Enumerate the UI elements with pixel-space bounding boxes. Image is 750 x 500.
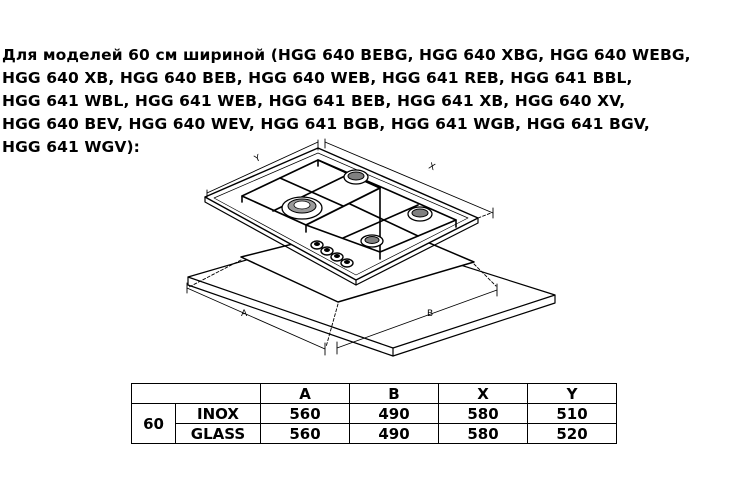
table-header-row: A B X Y: [131, 383, 617, 404]
value-b: 490: [349, 423, 439, 444]
dimension-x: [324, 138, 494, 219]
dimension-y: [206, 139, 319, 198]
table-row: GLASS 560 490 580 520: [132, 423, 617, 444]
size-cell: 60: [131, 403, 176, 444]
dimension-b-label: B: [427, 309, 433, 319]
value-x: 580: [438, 423, 528, 444]
value-x: 580: [438, 403, 528, 424]
value-a: 560: [260, 423, 350, 444]
heading-line: HGG 641 WBL, HGG 641 WEB, HGG 641 BEB, H…: [2, 92, 626, 110]
control-knobs: [310, 240, 354, 268]
models-heading: Для моделей 60 см шириной (HGG 640 BEBG,…: [2, 44, 748, 159]
pan-supports: [241, 159, 457, 260]
dimension-x-label: X: [427, 162, 436, 174]
dimension-b: [336, 263, 498, 355]
burner-large: [281, 196, 323, 220]
dimensions-table: A B X Y 60 INOX 560 490 580 510 GLASS 56…: [131, 383, 617, 444]
burner-right: [407, 206, 433, 222]
value-b: 490: [349, 403, 439, 424]
burner-rear: [343, 169, 369, 185]
dimension-y-label: Y: [252, 153, 262, 165]
variant-name: GLASS: [175, 423, 261, 444]
heading-line: Для моделей 60 см шириной (HGG 640 BEBG,…: [2, 46, 691, 64]
dimension-a-label: A: [241, 309, 248, 319]
header-b: B: [349, 383, 439, 404]
burner-front: [360, 234, 384, 248]
header-a: A: [260, 383, 350, 404]
hob: [204, 147, 479, 286]
heading-line: HGG 640 XB, HGG 640 BEB, HGG 640 WEB, HG…: [2, 69, 633, 87]
hob-installation-diagram: A B: [186, 138, 556, 357]
dimension-a: [186, 259, 339, 356]
table-corner-cell: [131, 383, 261, 404]
value-y: 520: [527, 423, 617, 444]
value-y: 510: [527, 403, 617, 424]
variant-name: INOX: [175, 403, 261, 424]
value-a: 560: [260, 403, 350, 424]
header-x: X: [438, 383, 528, 404]
header-y: Y: [527, 383, 617, 404]
table-row: 60 INOX 560 490 580 510: [131, 403, 617, 444]
heading-line: HGG 640 BEV, HGG 640 WEV, HGG 641 BGB, H…: [2, 115, 650, 133]
heading-line: HGG 641 WGV):: [2, 138, 140, 156]
